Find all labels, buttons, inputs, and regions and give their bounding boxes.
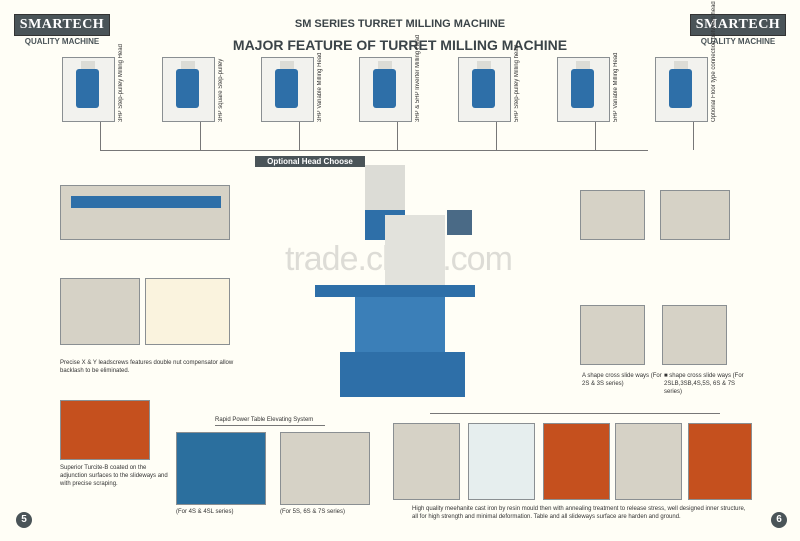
milling-head-caption: Optional Floor type connection between h… <box>711 0 717 122</box>
turcite-photo <box>60 400 150 460</box>
logo-left: SMARTECH QUALITY MACHINE <box>14 14 110 46</box>
bracket-line <box>215 425 325 426</box>
series-title: SM SERIES TURRET MILLING MACHINE <box>294 18 506 30</box>
milling-head-photo <box>62 57 115 122</box>
optional-head-label: Optional Head Choose <box>255 156 365 167</box>
logo-brand: SMARTECH <box>690 14 786 36</box>
slideway-photo-top-b <box>660 190 730 240</box>
casting-photo-5 <box>688 423 752 500</box>
rapid-power-photo-a <box>176 432 266 505</box>
connector-line <box>496 122 497 150</box>
logo-tagline: QUALITY MACHINE <box>24 37 100 46</box>
milling-head-photo <box>359 57 412 122</box>
milling-head-caption: 5HP Step-pulley Milling head <box>514 45 520 122</box>
leadscrew-photo <box>60 278 140 345</box>
logo-brand: SMARTECH <box>14 14 110 36</box>
page-number-left: 5 <box>16 512 32 528</box>
connector-line <box>200 122 201 150</box>
connector-line <box>397 122 398 150</box>
slideway-photo-b <box>662 305 727 365</box>
milling-head-photo <box>655 57 708 122</box>
casting-photo-4 <box>615 423 682 500</box>
connector-line <box>100 122 101 150</box>
turcite-caption: Superior Turcite-B coated on the adjunct… <box>60 465 168 487</box>
slideway-photo-a <box>580 305 645 365</box>
rapid-power-photo-b <box>280 432 370 505</box>
rapid-power-caption-a: (For 4S & 4SL series) <box>176 509 234 515</box>
connector-line <box>100 150 648 151</box>
connector-line <box>693 122 694 150</box>
casting-photo-2 <box>468 423 535 500</box>
milling-head-caption: 3HP & 5HP Inverter Milling Head <box>415 34 421 122</box>
connector-line <box>595 122 596 150</box>
bracket-line <box>430 413 720 414</box>
slideway-caption-b: ■ shape cross slide ways (For 2SLB,3SB,4… <box>664 373 744 395</box>
casting-photo-1 <box>393 423 460 500</box>
slideway-photo-top-a <box>580 190 645 240</box>
milling-head-caption: 3HP square Step-pulley <box>218 58 224 122</box>
page-number-right: 6 <box>771 512 787 528</box>
slideway-caption-a: A shape cross slide ways (For 2S & 3S se… <box>582 373 662 387</box>
connector-line <box>299 122 300 150</box>
ballnut-drawing <box>145 278 230 345</box>
casting-photo-3 <box>543 423 610 500</box>
milling-head-photo <box>261 57 314 122</box>
milling-head-caption: 5HP Variable Milling Head <box>613 52 619 122</box>
logo-right: SMARTECH QUALITY MACHINE <box>690 14 786 46</box>
table-photo <box>60 185 230 240</box>
milling-head-caption: 3HP Variable Milling Head <box>317 52 323 122</box>
logo-tagline: QUALITY MACHINE <box>700 37 776 46</box>
casting-caption: High quality meehanite cast iron by resi… <box>412 506 746 520</box>
milling-head-caption: 3HP Step-pulley Milling Head <box>118 44 124 122</box>
rapid-power-title: Rapid Power Table Elevating System <box>215 417 314 423</box>
milling-head-photo <box>458 57 511 122</box>
milling-head-photo <box>162 57 215 122</box>
main-machine-image <box>315 160 495 405</box>
page-title: MAJOR FEATURE OF TURRET MILLING MACHINE <box>232 37 568 53</box>
rapid-power-caption-b: (For 5S, 6S & 7S series) <box>280 509 346 515</box>
milling-head-photo <box>557 57 610 122</box>
leadscrew-caption: Precise X & Y leadscrews features double… <box>60 360 234 374</box>
